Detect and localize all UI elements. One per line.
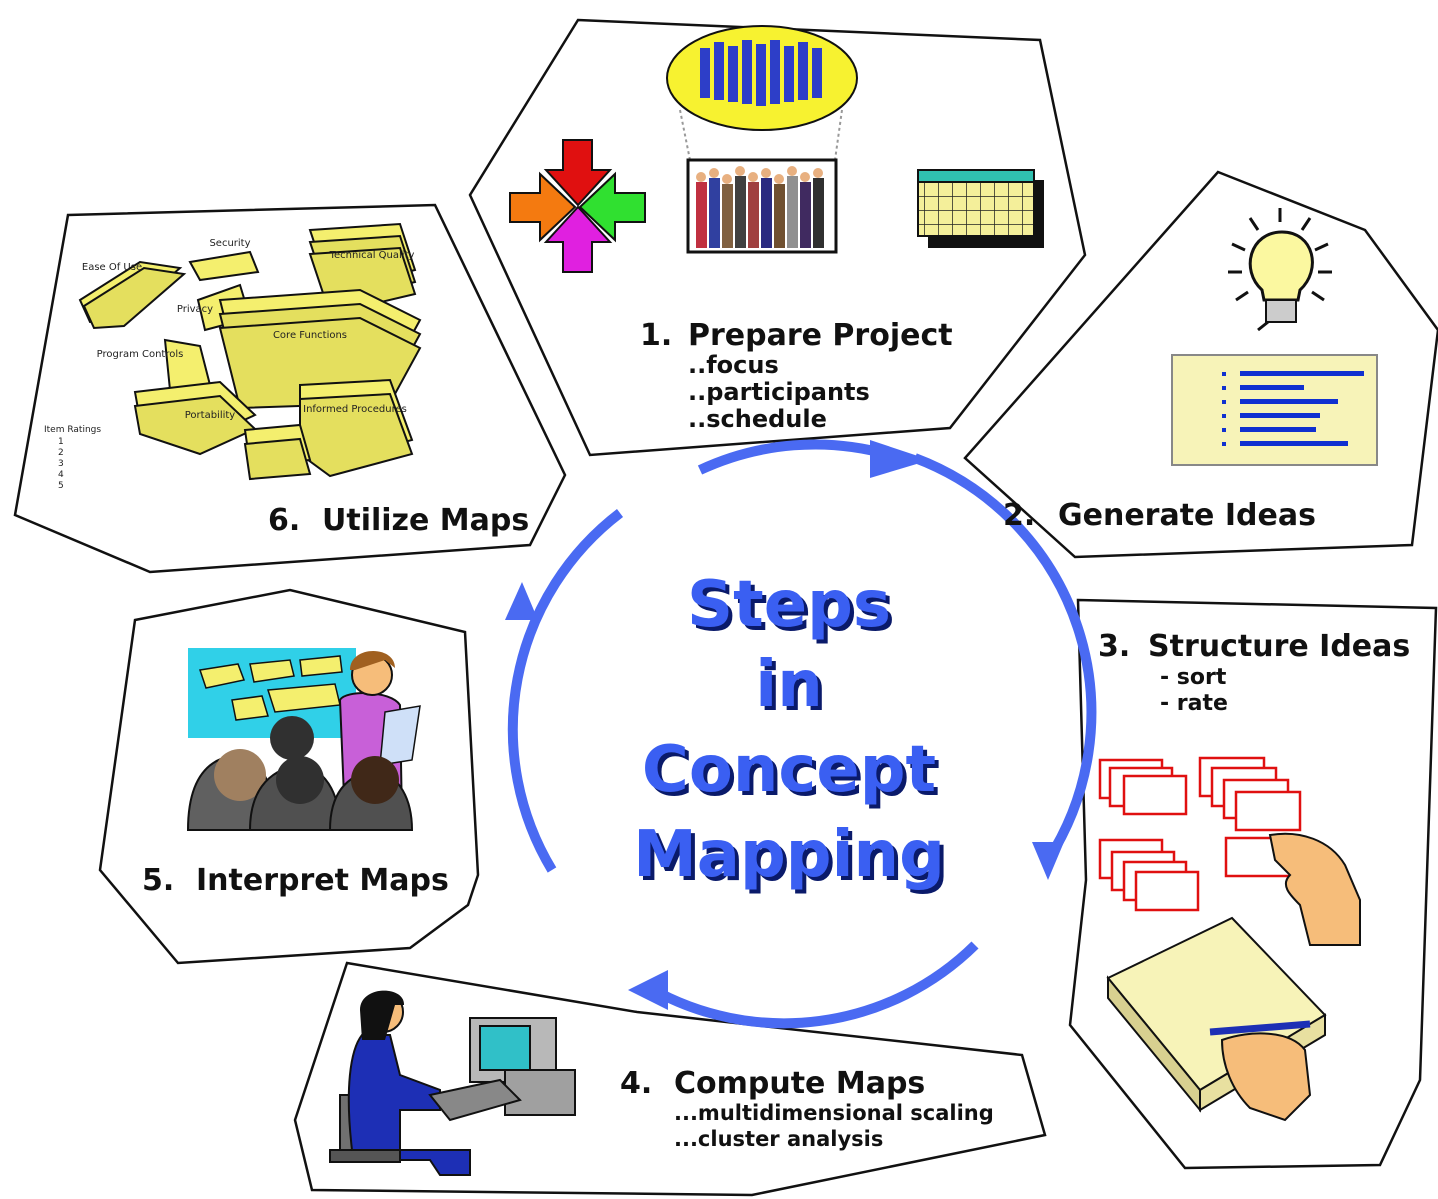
- step-5-number: 5.: [142, 863, 174, 898]
- map-label-6: Program Controls: [97, 349, 184, 360]
- panel-outline-4: [293, 961, 1047, 1197]
- step-2-title: Generate Ideas: [1058, 498, 1316, 533]
- center-line-1: Steps: [687, 568, 891, 642]
- sorting-cards-icon: [1098, 756, 1302, 912]
- center-line-4: Mapping: [633, 818, 945, 892]
- map-legend-1: 1: [58, 437, 64, 447]
- step-4-number: 4.: [620, 1066, 652, 1101]
- center-line-3-shadow: Concept: [646, 737, 940, 811]
- step-1-detail-1: ..focus: [688, 351, 779, 379]
- center-line-2-shadow: in: [759, 652, 827, 726]
- step-5-title: Interpret Maps: [196, 863, 449, 898]
- panel-outline-5: [98, 588, 480, 965]
- center-title: Steps Steps in in Concept Concept Mappin…: [633, 568, 949, 896]
- map-legend-5: 5: [58, 481, 64, 491]
- lightbulb-icon: [1228, 208, 1332, 332]
- writing-hand-icon: [1209, 1020, 1312, 1122]
- center-line-3: Concept: [642, 733, 936, 807]
- panel-outline-2: [963, 170, 1438, 559]
- cycle-arrowhead-right: [1032, 842, 1064, 880]
- idea-list-note: [1171, 354, 1378, 466]
- step-2-number: 2.: [1003, 498, 1035, 533]
- cycle-arrowhead-bottom: [628, 970, 668, 1010]
- center-line-4-shadow: Mapping: [637, 822, 949, 896]
- step-4-title: Compute Maps: [674, 1066, 925, 1101]
- map-legend-title: Item Ratings: [44, 425, 101, 435]
- cycle-arrowhead-left: [505, 582, 538, 620]
- panel-outline-3: [1068, 598, 1438, 1170]
- map-legend-3: 3: [58, 459, 64, 469]
- panel-outline-1: [468, 18, 1087, 457]
- step-4-detail-2: ...cluster analysis: [674, 1127, 883, 1151]
- cycle-arrow: [507, 439, 1097, 1029]
- hand-holding-card-icon: [1268, 832, 1361, 946]
- step-1-detail-3: ..schedule: [688, 405, 827, 433]
- step-1-title: Prepare Project: [688, 318, 953, 353]
- computer-user-icon: [329, 990, 576, 1176]
- map-label-2: Technical Quality: [329, 250, 415, 261]
- map-legend-2: 2: [58, 448, 64, 458]
- schedule-calendar-icon: [917, 169, 1044, 248]
- step-3-title: Structure Ideas: [1148, 629, 1410, 664]
- map-legend-4: 4: [58, 470, 64, 480]
- cycle-arrowhead-top: [870, 440, 930, 478]
- step-4-detail-1: ...multidimensional scaling: [674, 1101, 994, 1125]
- map-label-8: Informed Procedures: [303, 404, 407, 415]
- step-6-number: 6.: [268, 503, 300, 538]
- step-1-detail-2: ..participants: [688, 378, 870, 406]
- map-label-7: Portability: [185, 410, 236, 421]
- panel-outline-6: [13, 203, 567, 574]
- presentation-scene-icon: [186, 648, 421, 831]
- cluster-map-labels: Security Technical Quality Ease Of Use P…: [82, 238, 415, 421]
- map-label-5: Core Functions: [273, 330, 347, 341]
- step-6-title: Utilize Maps: [322, 503, 529, 538]
- center-line-1-shadow: Steps: [691, 572, 895, 646]
- map-label-4: Privacy: [177, 304, 213, 315]
- map-legend: Item Ratings 1 2 3 4 5: [44, 425, 101, 491]
- crowd-ellipse-icon: [666, 25, 858, 161]
- map-label-3: Ease Of Use: [82, 262, 142, 273]
- map-label-1: Security: [209, 238, 250, 249]
- step-1-illustration: [509, 25, 1044, 273]
- participants-group-icon: [686, 158, 838, 254]
- center-line-2: in: [755, 648, 823, 722]
- converging-arrows-icon: [509, 139, 646, 273]
- step-1-number: 1.: [640, 318, 672, 353]
- step-3-detail-2: - rate: [1160, 691, 1228, 716]
- step-3-detail-1: - sort: [1160, 665, 1227, 690]
- step-3-number: 3.: [1098, 629, 1130, 664]
- cluster-map-icon: [78, 222, 422, 481]
